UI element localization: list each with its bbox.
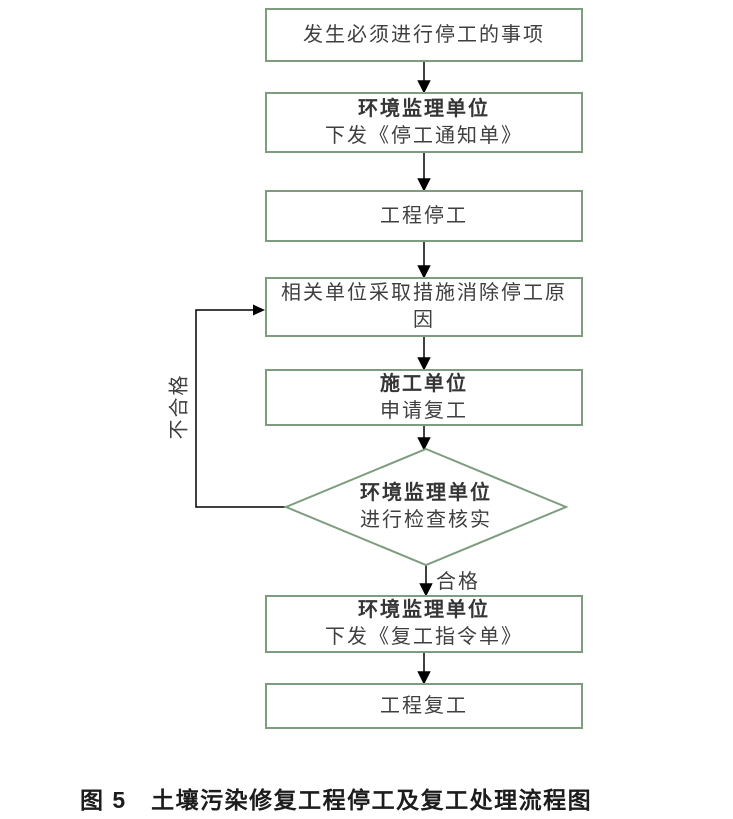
decision-inspect-title: 环境监理单位 — [360, 482, 492, 504]
arrow-decision-to-order-head — [419, 583, 433, 597]
node-issue-stop-notice-label: 下发《停工通知单》 — [325, 124, 523, 147]
feedback-fail-arrow-head — [253, 304, 265, 316]
decision-diamond-shape — [283, 447, 569, 567]
arrow-stop-to-eliminate-head — [417, 265, 431, 279]
node-stop-event: 发生必须进行停工的事项 — [265, 8, 583, 62]
arrow-apply-to-decision-head — [417, 437, 431, 451]
figure-caption: 图 5 土壤污染修复工程停工及复工处理流程图 — [80, 787, 593, 813]
node-eliminate-cause-label: 相关单位采取措施消除停工原因 — [281, 282, 567, 331]
decision-inspect-label: 进行检查核实 — [360, 509, 492, 531]
edge-label-fail: 不合格 — [168, 373, 191, 440]
decision-inspect: 环境监理单位 进行检查核实 — [316, 480, 536, 534]
node-apply-resume-title: 施工单位 — [380, 372, 468, 395]
node-issue-stop-notice-title: 环境监理单位 — [358, 97, 490, 120]
arrow-eliminate-to-apply-head — [417, 357, 431, 371]
node-apply-resume: 施工单位 申请复工 — [265, 369, 583, 426]
arrow-notice-to-stop-head — [417, 178, 431, 192]
node-stop-event-label: 发生必须进行停工的事项 — [303, 23, 545, 46]
arrow-order-to-resume-head — [417, 671, 431, 685]
node-apply-resume-label: 申请复工 — [380, 399, 468, 422]
node-issue-stop-notice: 环境监理单位 下发《停工通知单》 — [265, 92, 583, 153]
node-issue-resume-order-title: 环境监理单位 — [358, 599, 490, 621]
node-project-stop-label: 工程停工 — [380, 204, 468, 227]
edge-label-pass: 合格 — [436, 571, 480, 593]
node-project-resume: 工程复工 — [265, 683, 583, 729]
node-project-resume-label: 工程复工 — [380, 694, 468, 717]
feedback-fail-line — [195, 309, 286, 508]
node-eliminate-cause: 相关单位采取措施消除停工原因 — [265, 277, 583, 337]
node-project-stop: 工程停工 — [265, 190, 583, 242]
node-issue-resume-order: 环境监理单位 下发《复工指令单》 — [265, 595, 583, 653]
arrow-event-to-notice-head — [417, 80, 431, 94]
node-issue-resume-order-label: 下发《复工指令单》 — [325, 626, 523, 648]
